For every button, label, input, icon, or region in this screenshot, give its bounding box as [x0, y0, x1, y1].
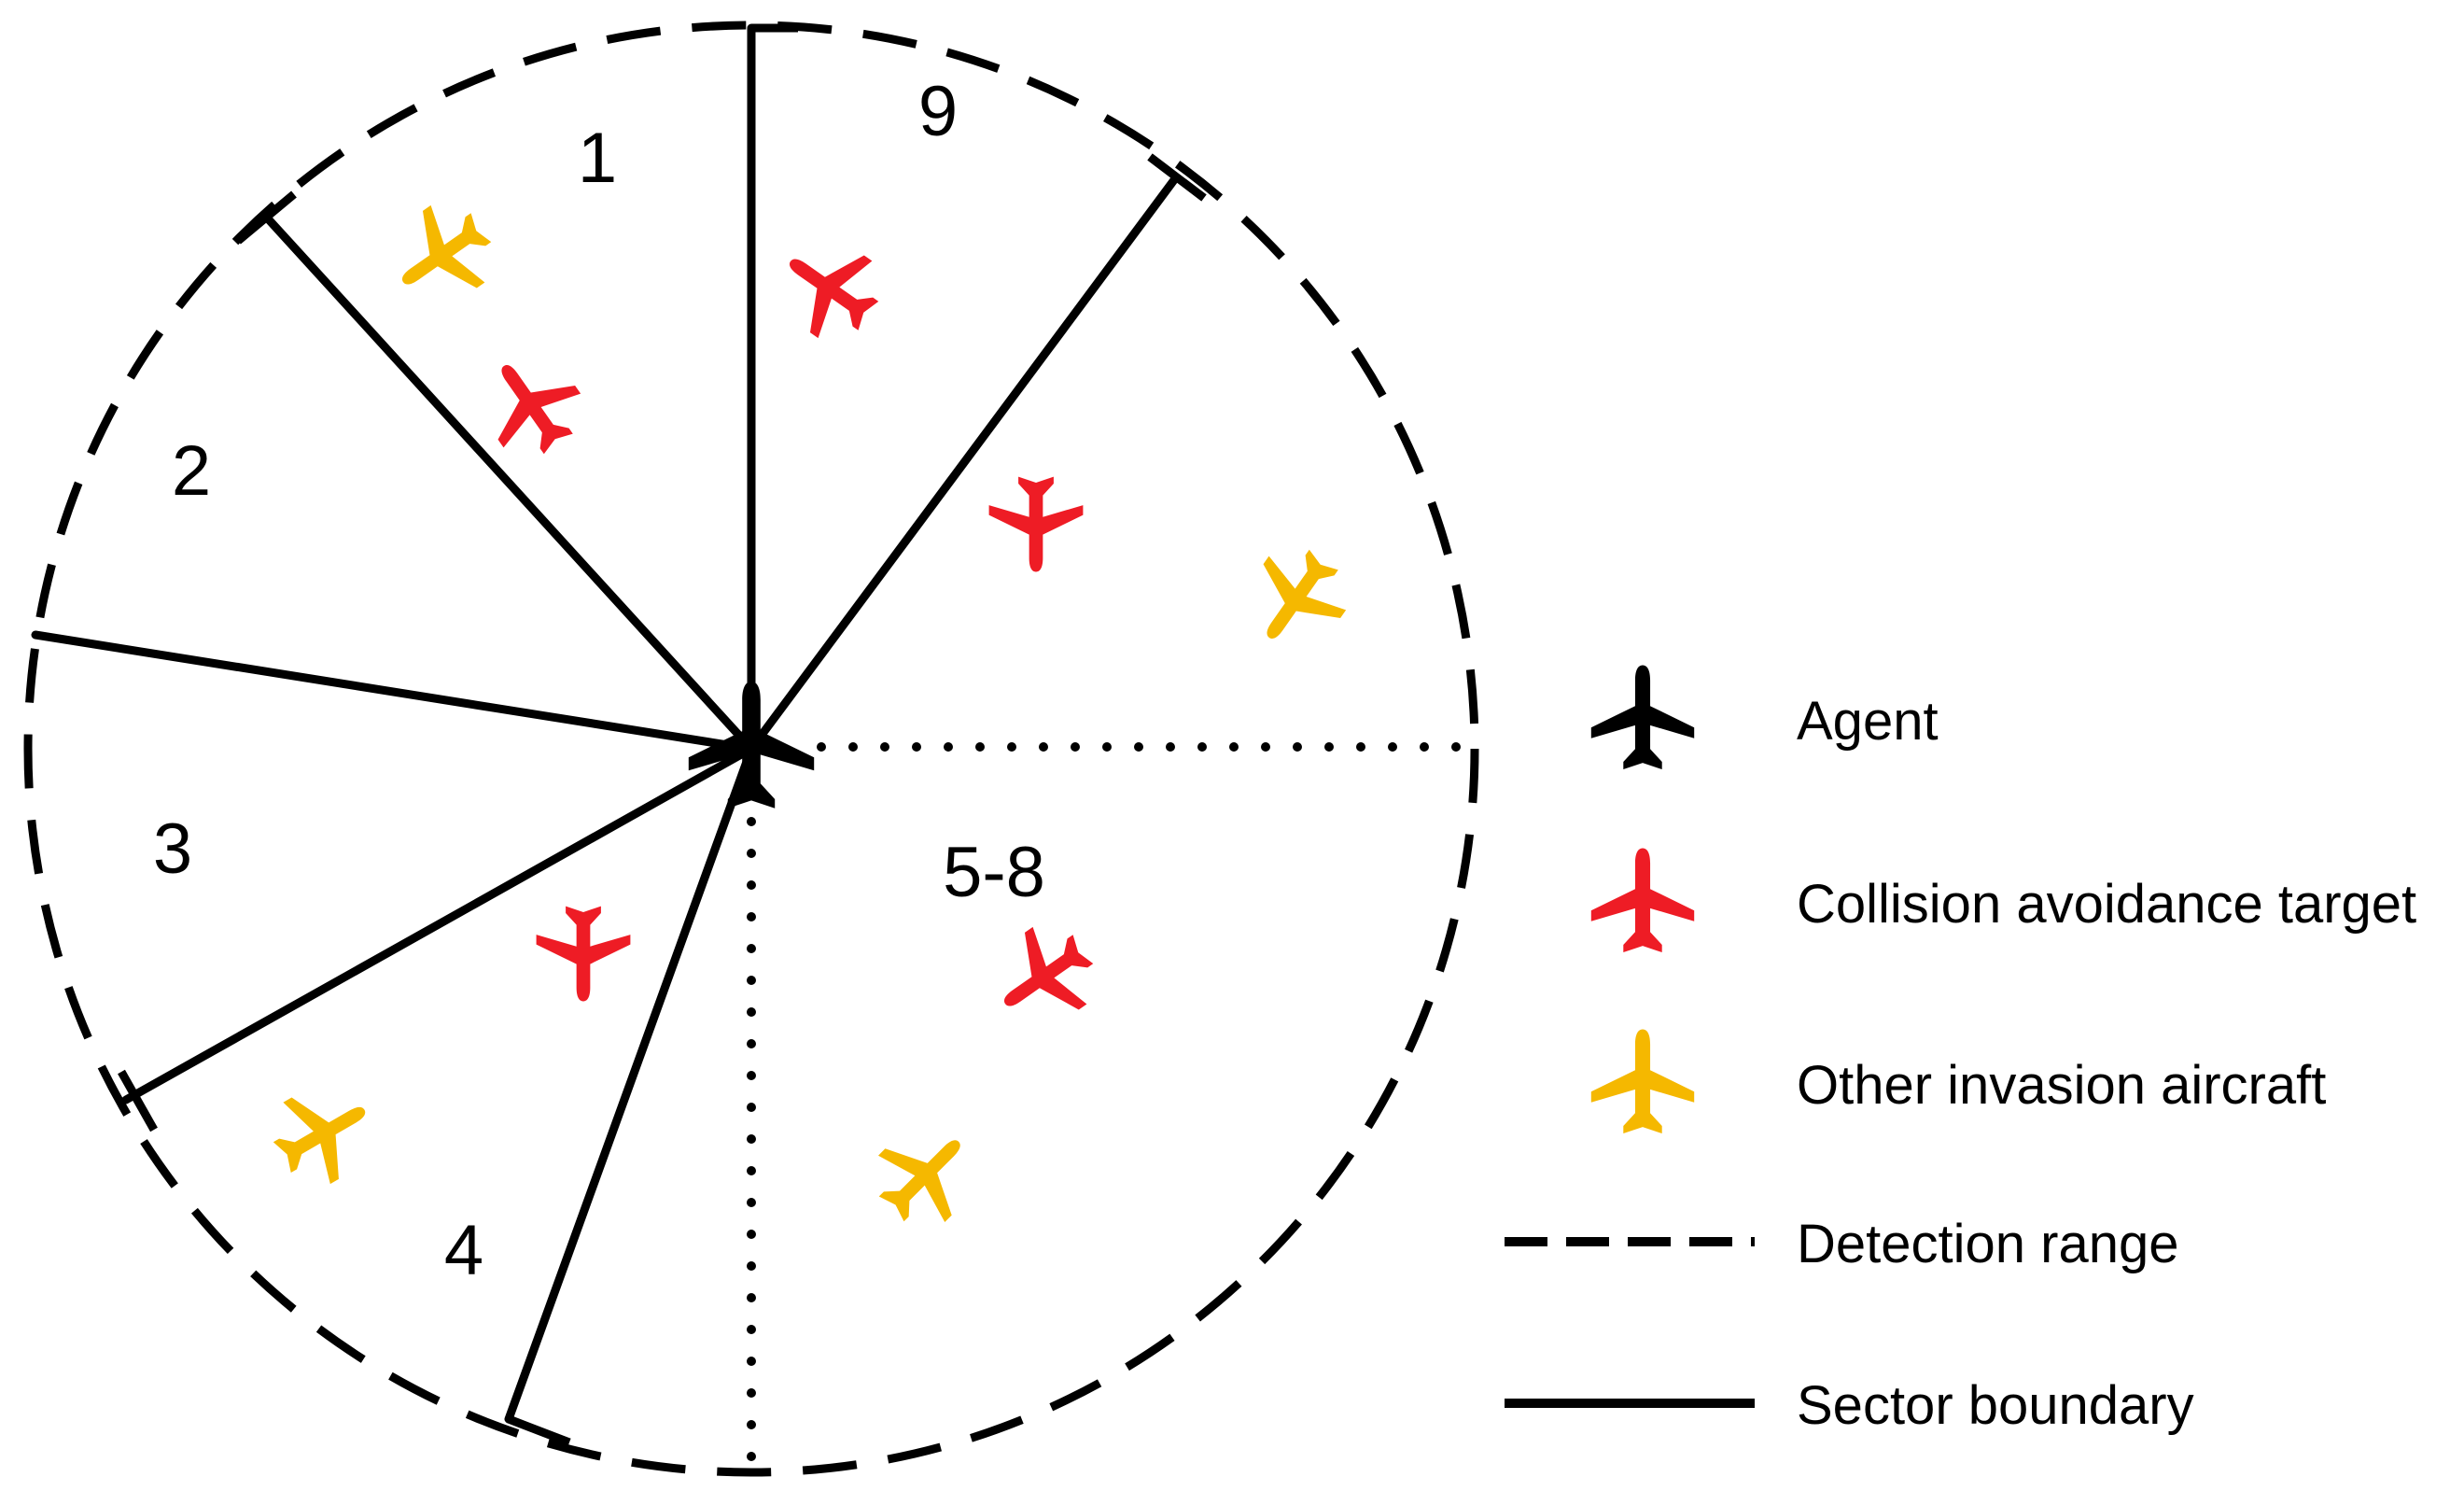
- target-aircraft-icon: [536, 906, 631, 1002]
- sector-boundaries: [31, 23, 1181, 1424]
- boundary-line-south: [504, 744, 756, 1424]
- target-aircraft-icon: [978, 910, 1111, 1043]
- cap-south: [507, 1414, 571, 1447]
- legend-boundary-label: Sector boundary: [1797, 1375, 2194, 1436]
- boundary-line-southwest: [121, 744, 756, 1104]
- sector-label-3: 3: [153, 809, 192, 889]
- sector-label-2: 2: [172, 431, 211, 511]
- legend-other-icon: [1590, 1029, 1695, 1134]
- boundary-line-west: [31, 630, 756, 753]
- legend-other-label: Other invasion aircraft: [1797, 1055, 2326, 1116]
- other-aircraft-icon: [259, 1069, 388, 1199]
- legend-detection-label: Detection range: [1797, 1214, 2178, 1274]
- cap-northwest: [235, 190, 297, 245]
- other-aircraft-icon: [858, 1108, 992, 1243]
- legend-target-label: Collision avoidance target: [1797, 874, 2416, 935]
- legend-target-icon: [1590, 848, 1695, 953]
- target-aircraft-icon: [988, 476, 1084, 572]
- cap-southwest: [118, 1069, 158, 1132]
- sector-label-5-8: 5-8: [943, 833, 1045, 912]
- sector-label-9: 9: [918, 72, 958, 151]
- legend-agent-label: Agent: [1797, 691, 1939, 752]
- boundary-end-caps: [118, 23, 1207, 1447]
- other-aircraft-icon: [1230, 532, 1363, 665]
- dotted-references: [747, 742, 1475, 1480]
- sector-label-1: 1: [578, 119, 617, 198]
- boundary-line-northwest: [261, 212, 756, 753]
- legend-agent-icon: [1590, 665, 1695, 770]
- boundary-line-northeast: [747, 173, 1181, 753]
- other-aircraft-icon: [376, 189, 509, 321]
- target-aircraft-icon: [763, 222, 896, 355]
- sector-label-4: 4: [444, 1211, 483, 1290]
- legend: Agent Collision avoidance target Other i…: [1505, 665, 2416, 1436]
- cap-northeast: [1147, 153, 1207, 202]
- detection-range-circle: [23, 21, 1479, 1477]
